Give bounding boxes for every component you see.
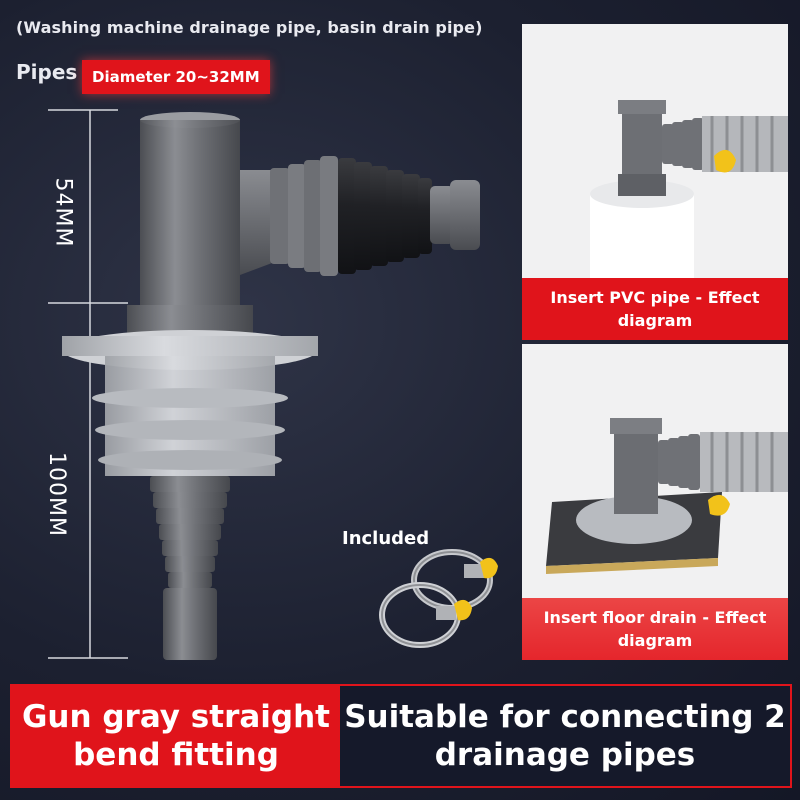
- bottom-banner: Gun gray straight bend fitting Suitable …: [10, 684, 792, 788]
- floor-drain-effect-panel: Insert floor drain - Effect diagram: [522, 344, 788, 660]
- pvc-pipe-effect-caption: Insert PVC pipe - Effect diagram: [522, 278, 788, 340]
- pvc-pipe-effect-panel: Insert PVC pipe - Effect diagram: [522, 24, 788, 340]
- product-name-banner: Gun gray straight bend fitting: [12, 686, 340, 786]
- subtitle: (Washing machine drainage pipe, basin dr…: [16, 18, 483, 37]
- floor-drain-effect-caption: Insert floor drain - Effect diagram: [522, 598, 788, 660]
- included-label: Included: [342, 528, 430, 549]
- hose-clamps-illustration: [379, 549, 498, 648]
- usage-description-banner: Suitable for connecting 2 drainage pipes: [344, 699, 786, 773]
- dimension-lines: [48, 109, 128, 659]
- diameter-badge: Diameter 20~32MM: [82, 60, 270, 94]
- tee-fitting-illustration: [62, 112, 480, 660]
- pipes-label: Pipes: [16, 60, 78, 84]
